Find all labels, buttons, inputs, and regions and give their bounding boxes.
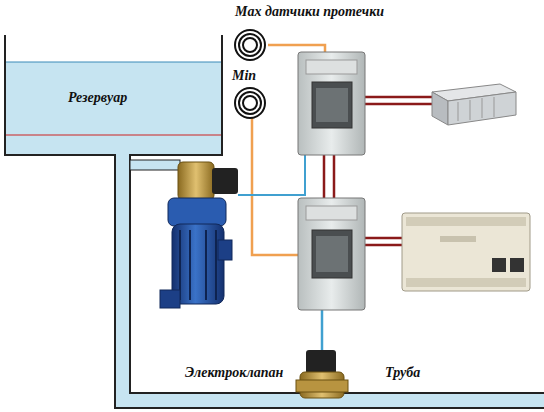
pump-wire [238, 155, 305, 195]
tank-wall [130, 35, 544, 393]
leak-sensor-max: Max датчики протечки [232, 2, 432, 64]
relay-module [298, 52, 365, 155]
node-label: Min [232, 68, 256, 84]
electrovalve: Электроклапан [183, 345, 348, 402]
leak-sensor [235, 30, 265, 60]
signal-wire [365, 238, 402, 245]
relay-module [298, 198, 365, 310]
pump-head [168, 198, 226, 226]
leak-sensor [235, 88, 265, 118]
sensor-wire [252, 118, 298, 255]
pump-valve [178, 162, 214, 200]
controller [402, 213, 530, 291]
tank-wall [5, 35, 544, 408]
sensor-wire [268, 45, 325, 52]
node-label: Max датчики протечки [235, 4, 384, 20]
node-label: Резервуар [68, 90, 127, 106]
water-surface [5, 62, 222, 63]
node-label: Электроклапан [185, 365, 283, 381]
solenoid [212, 168, 238, 194]
valve-wire [321, 310, 324, 352]
pump-inlet [130, 160, 180, 170]
power-supply [432, 84, 516, 125]
water [5, 62, 222, 155]
part-label: Труба [385, 365, 420, 381]
min-level-line [5, 135, 222, 136]
power-wire [324, 155, 334, 198]
pipe-fill [115, 155, 544, 408]
power-wire [365, 97, 432, 104]
leak-sensor-min: Min [230, 66, 274, 120]
electrovalve [296, 350, 348, 398]
tank: Резервуар [5, 35, 222, 155]
